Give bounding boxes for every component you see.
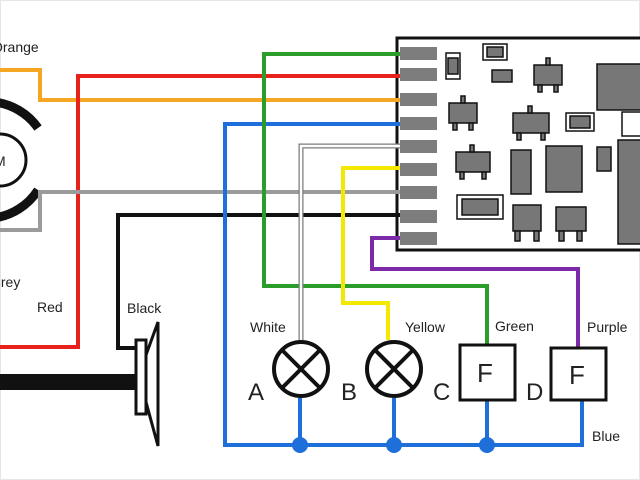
- wires: [0, 52, 584, 447]
- transistor-pin: [553, 84, 559, 93]
- output-letter-a: A: [248, 379, 264, 406]
- green-wire: [262, 52, 489, 345]
- large-ic-chip: [617, 139, 640, 245]
- diode-chip: [510, 149, 532, 195]
- label-blue: Blue: [592, 428, 620, 444]
- white-wire: [298, 143, 400, 340]
- speaker: [134, 321, 160, 447]
- transistor-pin: [545, 57, 551, 66]
- label-yellow: Yellow: [405, 319, 446, 335]
- transistor-pin: [459, 171, 465, 180]
- transistor-chip: [555, 206, 587, 232]
- transistor-pin: [540, 132, 546, 141]
- yellow-wire: [341, 166, 400, 340]
- transistor-chip: [533, 64, 563, 86]
- transistor-pin: [468, 122, 474, 131]
- decoder-components: [445, 43, 640, 245]
- lamp-a: [272, 340, 330, 398]
- decoder-pad: [400, 140, 437, 153]
- resistor-chip: [621, 111, 640, 137]
- transistor-chip: [512, 112, 550, 134]
- output-letter-b: B: [341, 379, 357, 406]
- transistor-pin: [469, 144, 475, 153]
- junction-dot: [479, 437, 495, 453]
- label-green: Green: [495, 318, 534, 334]
- sot-chip: [491, 69, 513, 83]
- label-white: White: [250, 319, 286, 335]
- speaker-cone: [144, 321, 160, 447]
- motor-circle: [0, 132, 28, 188]
- decoder-pad: [400, 47, 437, 60]
- decoder-pad: [400, 68, 437, 81]
- function-symbol-c: F: [477, 358, 493, 388]
- motor-arc-top: [0, 98, 42, 131]
- grey-wire: [0, 190, 400, 232]
- red-wire: [0, 74, 400, 349]
- decoder-pad: [400, 186, 437, 199]
- purple-wire: [370, 236, 580, 348]
- decoder-pad: [400, 163, 437, 176]
- label-grey: Grey: [0, 274, 20, 290]
- blue-junctions: [292, 437, 495, 453]
- function-output-c: F: [458, 343, 517, 402]
- transistor-pin: [558, 230, 565, 242]
- lamp-b: [365, 340, 423, 398]
- lamp-a-cross: [280, 348, 322, 390]
- transistor-chip: [448, 102, 478, 124]
- transistor-chip: [455, 151, 491, 173]
- decoder-pad: [400, 93, 437, 106]
- resistor-chip-body: [447, 57, 459, 75]
- black-wire: [116, 213, 400, 350]
- decoder-board: [395, 36, 640, 252]
- label-black: Black: [127, 300, 162, 316]
- blue-wire: [223, 122, 584, 447]
- label-red: Red: [37, 299, 63, 315]
- decoder-pad: [400, 210, 437, 223]
- transistor-pin: [576, 230, 583, 242]
- orange-wire: [0, 68, 400, 102]
- junction-dot: [292, 437, 308, 453]
- capacitor-chip-body: [569, 115, 591, 129]
- function-output-d: F: [549, 346, 608, 402]
- motor: M: [0, 98, 42, 222]
- transistor-pin: [516, 132, 522, 141]
- transistor-pin: [537, 84, 543, 93]
- transistor-chip: [512, 204, 542, 232]
- transistor-pin: [514, 230, 521, 242]
- motor-symbol: M: [0, 153, 6, 169]
- resistor-chip: [596, 146, 612, 172]
- transistor-pin: [460, 95, 466, 104]
- output-letter-c: C: [433, 379, 450, 406]
- motor-arc-bottom: [0, 187, 42, 222]
- transistor-pin: [481, 171, 487, 180]
- junction-dot: [386, 437, 402, 453]
- transistor-pin: [527, 105, 533, 114]
- function-box-c: [458, 343, 517, 402]
- label-purple: Purple: [587, 319, 628, 335]
- regulator-chip: [545, 145, 583, 193]
- output-letter-d: D: [526, 379, 543, 406]
- capacitor-chip-body: [461, 198, 499, 216]
- decoder-pad: [400, 232, 437, 245]
- lamp-b-cross: [373, 348, 415, 390]
- function-symbol-d: F: [569, 360, 585, 390]
- ic-chip: [596, 63, 640, 111]
- label-orange: Orange: [0, 39, 39, 55]
- decoder-pad: [400, 117, 437, 130]
- transistor-pin: [452, 122, 458, 131]
- transistor-pin: [533, 230, 540, 242]
- function-box-d: [549, 346, 608, 402]
- capacitor-chip-body: [486, 46, 504, 58]
